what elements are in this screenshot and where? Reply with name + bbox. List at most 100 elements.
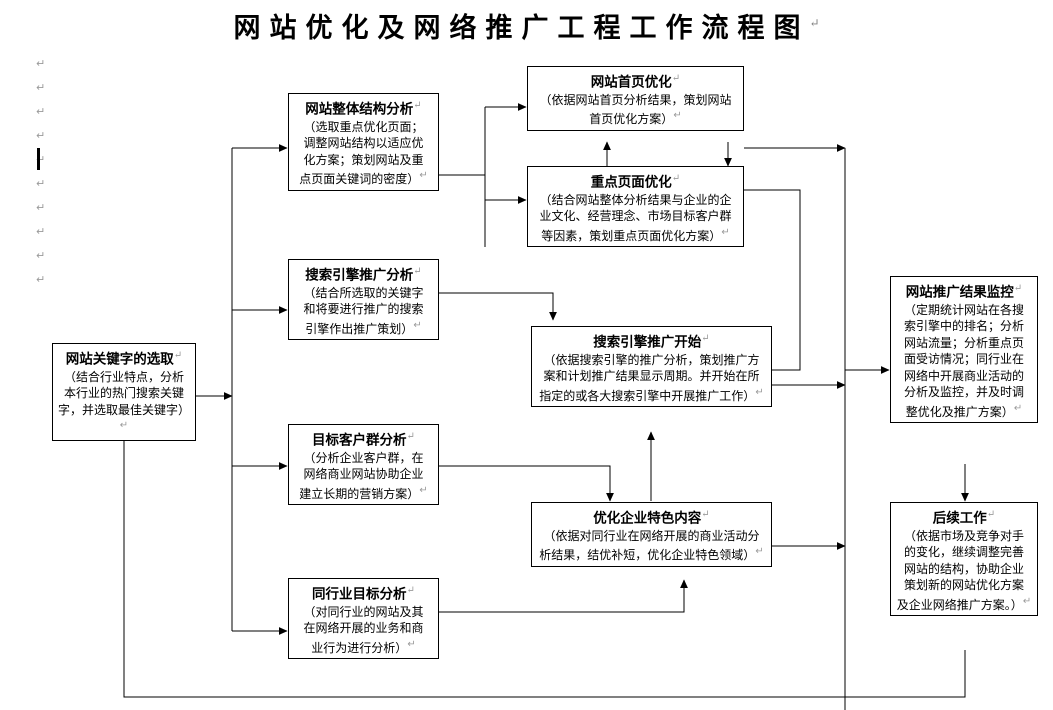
node-title: 优化企业特色内容↵: [593, 509, 710, 527]
paragraph-mark-icon: ↵: [701, 333, 710, 344]
node-body-line: （依据网站首页分析结果，策划网站: [539, 92, 732, 107]
text-cursor: [37, 148, 40, 170]
node-target-customer-analysis[interactable]: 目标客户群分析↵ （分析企业客户群，在 网络商业网站协助企业 建立长期的营销方案…: [288, 424, 439, 505]
node-body-line: （选取重点优化页面；: [303, 119, 424, 134]
paragraph-mark-icon: ↵: [413, 266, 422, 277]
paragraph-mark-icon: ↵: [1013, 402, 1023, 414]
node-body-line: （定期统计网站在各搜: [903, 302, 1024, 317]
node-search-engine-promotion-analysis[interactable]: 搜索引擎推广分析↵ （结合所选取的关键字 和将要进行推广的搜索 引擎作出推广策划…: [288, 259, 439, 340]
node-body-line: 首页优化方案）↵: [589, 110, 682, 126]
node-keyword-selection[interactable]: 网站关键字的选取↵ （结合行业特点，分析 本行业的热门搜索关键 字，并选取最佳关…: [52, 343, 196, 441]
node-body-line: 的变化，继续调整完善: [903, 545, 1024, 559]
edge-peer-to-features: [439, 579, 688, 613]
edge-se-analysis-to-start: [439, 292, 557, 321]
node-title: 网站关键字的选取↵: [65, 350, 183, 368]
node-body-line: 析结果，结优补短，优化企业特色领域）↵: [539, 546, 764, 562]
node-body-line: 分析及监控，并及时调: [903, 385, 1024, 399]
paragraph-mark-icon: ↵: [755, 386, 764, 398]
paragraph-mark-icon: ↵: [36, 81, 46, 94]
node-title: 搜索引擎推广分析↵: [305, 266, 422, 284]
node-body-line: （结合行业特点，分析: [63, 369, 184, 384]
paragraph-mark-icon: ↵: [36, 201, 46, 214]
node-body-line: 业行为进行分析）↵: [311, 638, 416, 655]
node-body-line: （结合网站整体分析结果与企业的企: [539, 192, 732, 207]
paragraph-mark-icon: ↵: [809, 16, 820, 30]
paragraph-mark-icon: ↵: [36, 105, 46, 118]
node-body-line: 面受访情况；同行业在: [903, 352, 1024, 366]
node-search-engine-promotion-start[interactable]: 搜索引擎推广开始↵ （依据搜索引擎的推广分析，策划推广方 案和计划推广结果显示周…: [531, 326, 772, 407]
paragraph-mark-icon: ↵: [119, 420, 129, 431]
node-body-line: （分析企业客户群，在: [303, 450, 424, 465]
node-body: （结合所选取的关键字 和将要进行推广的搜索 引擎作出推广策划）↵: [293, 285, 434, 338]
node-body-line: 业文化、经营理念、市场目标客户群: [539, 209, 732, 223]
paragraph-mark-icon: ↵: [406, 585, 415, 596]
node-homepage-optimization[interactable]: 网站首页优化↵ （依据网站首页分析结果，策划网站 首页优化方案）↵: [527, 66, 744, 131]
node-site-structure-analysis[interactable]: 网站整体结构分析↵ （选取重点优化页面； 调整网站结构以适应优 化方案；策划网站…: [288, 93, 439, 191]
node-body-line: （依据对同行业在网络开展的商业活动分: [543, 528, 760, 543]
paragraph-mark-icon: ↵: [419, 170, 428, 181]
node-title: 后续工作↵: [932, 509, 996, 527]
node-body-line: 网络中开展商业活动的: [903, 368, 1024, 383]
node-body-line: 指定的或各大搜索引擎中开展推广工作）↵: [539, 386, 764, 403]
node-body-line: （依据搜索引擎的推广分析，策划推广方: [543, 352, 760, 367]
node-promotion-result-monitoring[interactable]: 网站推广结果监控↵ （定期统计网站在各搜 索引擎中的排名；分析 网站流量；分析重…: [890, 276, 1038, 423]
paragraph-mark-icon: ↵: [413, 319, 422, 331]
node-body: （分析企业客户群，在 网络商业网站协助企业 建立长期的营销方案）↵: [293, 450, 434, 503]
node-body-line: （对同行业的网站及其: [303, 604, 424, 619]
paragraph-mark-icon: ↵: [36, 273, 46, 286]
paragraph-mark-icon: ↵: [173, 350, 183, 361]
paragraph-mark-icon: ↵: [419, 484, 428, 496]
node-title: 目标客户群分析↵: [312, 431, 415, 449]
node-body: （依据搜索引擎的推广分析，策划推广方 案和计划推广结果显示周期。并开始在所 指定…: [536, 352, 767, 405]
node-optimize-company-features[interactable]: 优化企业特色内容↵ （依据对同行业在网络开展的商业活动分 析结果，结优补短，优化…: [531, 502, 772, 567]
margin-paragraph-marks: ↵ ↵ ↵ ↵ ↵ ↵ ↵ ↵ ↵ ↵: [36, 52, 52, 292]
node-body-line: 本行业的热门搜索关键: [63, 386, 184, 400]
node-body: （依据市场及竞争对手 的变化，继续调整完善 网站的结构，协助企业 策划新的网站优…: [895, 528, 1033, 614]
node-title: 网站整体结构分析↵: [305, 100, 422, 118]
paragraph-mark-icon: ↵: [671, 73, 681, 84]
node-body-line: 策划新的网站优化方案: [903, 578, 1024, 592]
node-title: 重点页面优化↵: [590, 173, 681, 191]
node-key-page-optimization[interactable]: 重点页面优化↵ （结合网站整体分析结果与企业的企 业文化、经营理念、市场目标客户…: [527, 166, 744, 247]
edge-customer-to-features: [439, 465, 614, 502]
node-body-line: 及企业网络推广方案。）↵: [896, 595, 1032, 612]
paragraph-mark-icon: ↵: [755, 546, 764, 557]
paragraph-mark-icon: ↵: [36, 57, 46, 70]
paragraph-mark-icon: ↵: [36, 225, 46, 238]
paragraph-mark-icon: ↵: [1022, 595, 1032, 607]
paragraph-mark-icon: ↵: [407, 638, 416, 650]
node-body: （选取重点优化页面； 调整网站结构以适应优 化方案；策划网站及重 点页面关键词的…: [293, 119, 434, 188]
node-body: （结合行业特点，分析 本行业的热门搜索关键 字，并选取最佳关键字）↵: [57, 369, 191, 438]
node-body-line: 网站流量；分析重点页: [903, 335, 1024, 350]
node-body-line: 调整网站结构以适应优: [303, 136, 424, 150]
node-body-line: 和将要进行推广的搜索: [303, 302, 424, 316]
node-body: （定期统计网站在各搜 索引擎中的排名；分析 网站流量；分析重点页 面受访情况；同…: [895, 302, 1033, 421]
node-body-line: 索引擎中的排名；分析: [903, 319, 1024, 333]
paragraph-mark-icon: ↵: [721, 226, 730, 238]
paragraph-mark-icon: ↵: [413, 100, 422, 111]
page-title: 网站优化及网络推广工程工作流程图↵: [0, 6, 1053, 45]
node-body: （依据网站首页分析结果，策划网站 首页优化方案）↵: [532, 92, 739, 128]
node-body-line: 网络商业网站协助企业: [303, 467, 424, 481]
node-body-line: 在网络开展的业务和商: [303, 621, 424, 635]
node-body-line: 案和计划推广结果显示周期。并开始在所: [543, 369, 760, 383]
paragraph-mark-icon: ↵: [36, 177, 46, 190]
node-body-line: （结合所选取的关键字: [303, 285, 424, 300]
node-body: （依据对同行业在网络开展的商业活动分 析结果，结优补短，优化企业特色领域）↵: [536, 528, 767, 564]
node-body-line: 等因素，策划重点页面优化方案）↵: [541, 226, 730, 243]
node-body-line: （依据市场及竞争对手: [903, 528, 1024, 543]
node-title: 网站推广结果监控↵: [905, 283, 1023, 301]
node-peer-industry-analysis[interactable]: 同行业目标分析↵ （对同行业的网站及其 在网络开展的业务和商 业行为进行分析）↵: [288, 578, 439, 659]
paragraph-mark-icon: ↵: [406, 431, 415, 442]
paragraph-mark-icon: ↵: [36, 153, 46, 166]
node-title: 网站首页优化↵: [590, 73, 681, 91]
node-body-line: 网站的结构，协助企业: [903, 561, 1024, 576]
node-body-line: 化方案；策划网站及重: [303, 152, 424, 167]
paragraph-mark-icon: ↵: [701, 509, 710, 520]
node-body-line: 字，并选取最佳关键字）↵: [57, 402, 190, 432]
paragraph-mark-icon: ↵: [36, 129, 46, 142]
node-follow-up-work[interactable]: 后续工作↵ （依据市场及竞争对手 的变化，继续调整完善 网站的结构，协助企业 策…: [890, 502, 1038, 616]
node-body-line: 点页面关键词的密度）↵: [299, 170, 428, 186]
paragraph-mark-icon: ↵: [986, 509, 996, 520]
node-body-line: 引擎作出推广策划）↵: [305, 319, 422, 336]
